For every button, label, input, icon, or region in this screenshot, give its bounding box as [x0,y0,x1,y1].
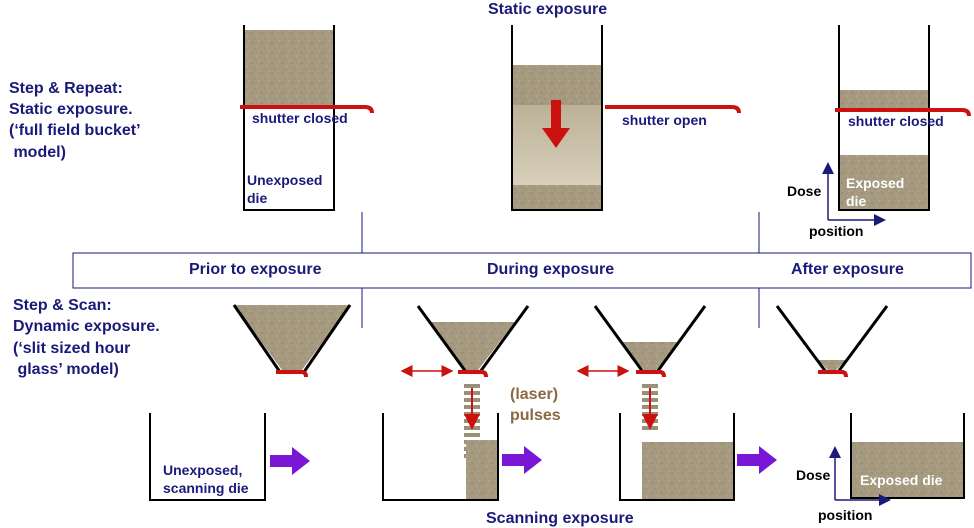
static-desc-line-4: model) [9,144,66,161]
exposed-scan-label: Exposed die [860,472,943,488]
scan-bucket-during-1 [382,413,499,501]
exposed-die-label-line-1: Exposed [846,175,905,191]
position-axis-label-1: position [809,223,864,239]
top-title: Static exposure [488,1,608,18]
phase-prior-label: Prior to exposure [189,261,322,278]
phase-after-label: After exposure [791,261,904,278]
laser-label-line-2: pulses [510,407,561,424]
scan-desc-line-4: glass’ model) [13,361,119,378]
dose-position-axes-1 [822,162,886,226]
position-axis-label-2: position [818,507,873,523]
scan-bucket-after [850,413,965,499]
scan-funnel-during-1 [400,305,530,378]
static-desc-line-1: Step & Repeat: [9,80,123,97]
static-desc-line-3: (‘full field bucket’ [9,122,141,139]
static-bucket-during [511,25,603,211]
shutter-closed-bar-1 [240,105,374,114]
dose-axis-label-2: Dose [796,467,831,483]
scan-funnel-after [775,305,889,378]
dose-axis-label-1: Dose [787,183,822,199]
scan-direction-arrow-2 [502,446,542,474]
shutter-closed-bar-2 [835,108,971,117]
static-bucket-after [838,25,930,211]
unexposed-scan-label-line-2: scanning die [163,480,249,496]
scan-desc-line-2: Dynamic exposure. [13,318,160,335]
shutter-open-label: shutter open [622,112,707,128]
scan-direction-arrow-3 [737,446,777,474]
light-down-arrow [542,100,570,148]
phase-bar [72,252,972,289]
shutter-closed-label-1: shutter closed [252,110,348,126]
shutter-closed-label-2: shutter closed [848,113,944,129]
dose-position-axes-2 [829,446,891,506]
scan-funnel-during-2 [576,305,707,378]
scan-bucket-during-2 [619,413,735,501]
unexposed-scan-label-line-1: Unexposed, [163,462,243,478]
scan-desc-line-1: Step & Scan: [13,297,112,314]
unexposed-die-label-line-1: Unexposed [247,172,323,188]
laser-label-line-1: (laser) [510,386,559,403]
bottom-title: Scanning exposure [486,510,634,527]
scan-funnel-prior [232,304,352,378]
scan-desc-line-3: (‘slit sized hour [13,340,131,357]
static-desc-line-2: Static exposure. [9,101,133,118]
scan-direction-arrow-1 [270,447,310,475]
scan-bucket-prior [149,413,266,501]
phase-during-label: During exposure [487,261,615,278]
shutter-open-bar [605,105,741,114]
unexposed-die-label-line-2: die [247,190,268,206]
static-bucket-prior [243,25,335,211]
exposed-die-label-line-2: die [846,193,867,209]
